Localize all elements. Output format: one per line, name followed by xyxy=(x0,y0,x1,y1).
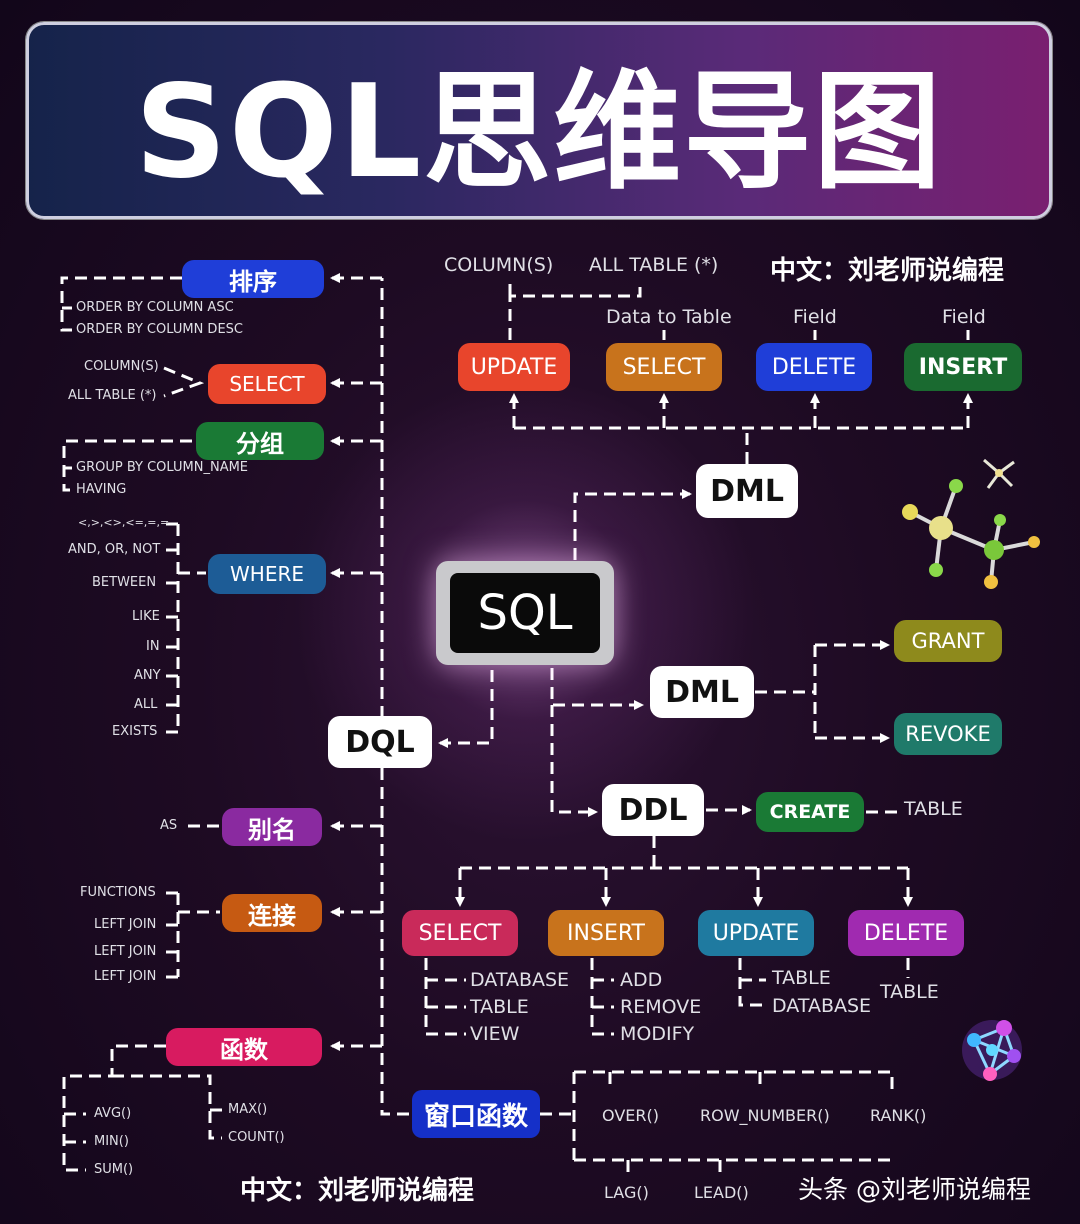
dml-top-node: DML xyxy=(696,464,798,518)
func-sub-max: MAX() xyxy=(228,1102,268,1117)
where-node: WHERE xyxy=(208,554,326,594)
dml-mid-node: DML xyxy=(650,666,754,718)
dql-node: DQL xyxy=(328,716,432,768)
window-sub-lead: LEAD() xyxy=(694,1183,749,1202)
sort-node: 排序 xyxy=(182,260,324,298)
create-sub-table: TABLE xyxy=(904,798,963,820)
where-sub-any: ANY xyxy=(134,668,161,683)
page-title: SQL思维导图 xyxy=(134,58,944,207)
select-sub-data-to-table: Data to Table xyxy=(606,306,732,328)
grant-node: GRANT xyxy=(894,620,1002,662)
watermark-bottom: 中文：刘老师说编程 xyxy=(240,1176,475,1206)
ddl-select-sub-table: TABLE xyxy=(470,996,529,1018)
join-sub-leftjoin-2: LEFT JOIN xyxy=(94,944,157,959)
where-sub-exists: EXISTS xyxy=(112,724,158,739)
dml-select-node: SELECT xyxy=(606,343,722,391)
dql-select-sub-columns: COLUMN(S) xyxy=(84,359,159,374)
revoke-node: REVOKE xyxy=(894,713,1002,755)
where-sub-andornot: AND, OR, NOT xyxy=(68,542,161,557)
window-sub-lag: LAG() xyxy=(604,1183,649,1202)
dql-select-node: SELECT xyxy=(208,364,326,404)
network-sphere-icon xyxy=(962,1020,1022,1081)
group-node: 分组 xyxy=(196,422,324,460)
sort-sub-desc: ORDER BY COLUMN DESC xyxy=(76,322,243,337)
ddl-insert-sub-remove: REMOVE xyxy=(620,996,702,1018)
group-sub-groupby: GROUP BY COLUMN_NAME xyxy=(76,460,249,475)
window-sub-rank: RANK() xyxy=(870,1106,927,1125)
func-sub-sum: SUM() xyxy=(94,1162,134,1177)
func-sub-min: MIN() xyxy=(94,1134,129,1149)
join-sub-leftjoin-3: LEFT JOIN xyxy=(94,969,157,984)
dml-update-node: UPDATE xyxy=(458,343,570,391)
ddl-select-sub-view: VIEW xyxy=(470,1023,520,1045)
create-node: CREATE xyxy=(756,792,864,832)
molecule-icon xyxy=(902,479,1040,589)
update-sub-alltable: ALL TABLE (*) xyxy=(589,254,719,276)
watermark-top: 中文：刘老师说编程 xyxy=(770,256,1005,286)
func-sub-avg: AVG() xyxy=(94,1106,132,1121)
ddl-insert-sub-add: ADD xyxy=(620,969,663,991)
join-sub-leftjoin-1: LEFT JOIN xyxy=(94,917,157,932)
group-sub-having: HAVING xyxy=(76,482,127,497)
alias-node: 别名 xyxy=(222,808,322,846)
ddl-insert-node: INSERT xyxy=(548,910,664,956)
sort-sub-asc: ORDER BY COLUMN ASC xyxy=(76,300,234,315)
ddl-node: DDL xyxy=(602,784,704,836)
sql-center-node: SQL xyxy=(436,561,614,665)
update-sub-columns: COLUMN(S) xyxy=(444,254,554,276)
join-node: 连接 xyxy=(222,894,322,932)
window-func-node: 窗口函数 xyxy=(412,1090,540,1138)
where-sub-like: LIKE xyxy=(132,609,160,624)
func-sub-count: COUNT() xyxy=(228,1130,285,1145)
alias-sub-as: AS xyxy=(160,818,178,833)
window-sub-rownumber: ROW_NUMBER() xyxy=(700,1106,830,1125)
ddl-update-node: UPDATE xyxy=(698,910,814,956)
ddl-select-node: SELECT xyxy=(402,910,518,956)
ddl-update-sub-database: DATABASE xyxy=(772,995,872,1017)
dml-delete-node: DELETE xyxy=(756,343,872,391)
where-sub-between: BETWEEN xyxy=(92,575,157,590)
small-molecule-icon xyxy=(983,458,1015,489)
ddl-insert-sub-modify: MODIFY xyxy=(620,1023,695,1045)
window-sub-over: OVER() xyxy=(602,1106,659,1125)
dql-select-sub-alltable: ALL TABLE (*) xyxy=(68,388,157,403)
ddl-update-sub-table: TABLE xyxy=(772,967,831,989)
func-node: 函数 xyxy=(166,1028,322,1066)
insert-sub-field: Field xyxy=(942,306,986,328)
watermark-toutiao: 头条 @刘老师说编程 xyxy=(798,1175,1031,1204)
ddl-delete-sub-table: TABLE xyxy=(880,981,939,1003)
ddl-select-sub-database: DATABASE xyxy=(470,969,570,991)
where-sub-all: ALL xyxy=(134,697,158,712)
join-sub-functions: FUNCTIONS xyxy=(80,885,156,900)
delete-sub-field: Field xyxy=(793,306,837,328)
sql-center-label: SQL xyxy=(450,573,600,653)
title-banner: SQL思维导图 xyxy=(26,22,1052,219)
ddl-delete-node: DELETE xyxy=(848,910,964,956)
where-sub-in: IN xyxy=(146,639,160,654)
where-sub-operators: <,>,<>,<=,=,= xyxy=(78,516,170,529)
dml-insert-node: INSERT xyxy=(904,343,1022,391)
